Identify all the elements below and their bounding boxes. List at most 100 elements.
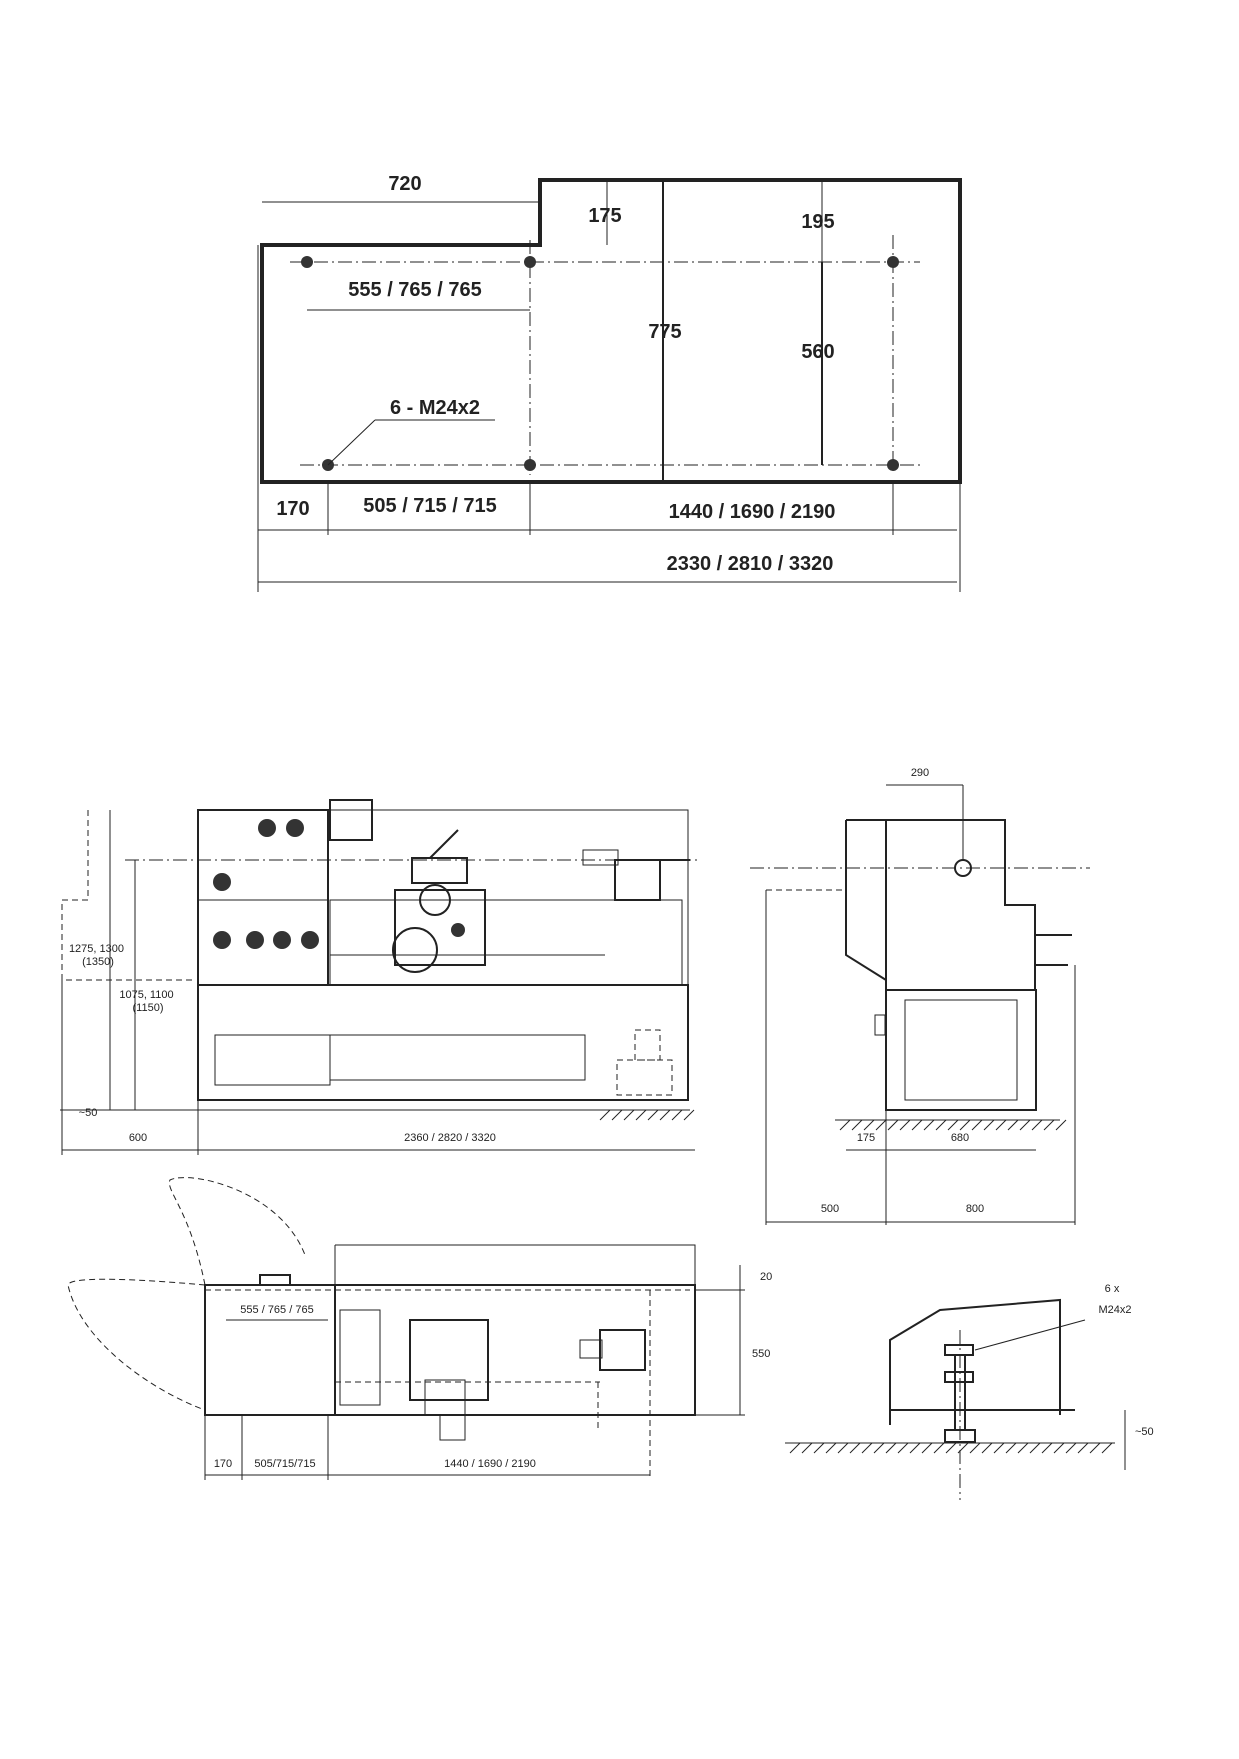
hatch-stroke [933,1442,945,1454]
tailstock [614,859,661,901]
anchor-hole [887,459,899,471]
dim-line-continuation: (1350) [82,956,114,968]
hatch-stroke [993,1442,1005,1454]
motor-outline [616,1059,673,1096]
dim-offset-left: 170 [214,1458,232,1470]
top-chuck [339,1309,381,1406]
envelope [61,810,192,981]
dim-720: 720 [388,173,421,195]
hatch-stroke [1019,1119,1031,1131]
control-knob [451,923,465,937]
bolt-nut [944,1344,974,1356]
anchor-hole [524,459,536,471]
hatch-stroke [887,1119,899,1131]
dim-rear-gap: 20 [760,1271,772,1283]
hatch-stroke [1053,1442,1065,1454]
handwheel [392,927,438,973]
chuck-guard [329,799,373,841]
hatch-stroke [899,1119,911,1131]
hatch-stroke [813,1442,825,1454]
foot-clearance: ~50 [1135,1426,1154,1438]
hatch-stroke [635,1109,647,1121]
top-tailstock [599,1329,646,1371]
control-knob [301,931,319,949]
foot-detail: 6 x M24x2 ~50 [785,1283,1154,1500]
hatch-stroke [875,1119,887,1131]
dim-length-total: 2330 / 2810 / 3320 [667,553,834,575]
hatch-stroke [897,1442,909,1454]
hatch-stroke [851,1119,863,1131]
hatch-stroke [947,1119,959,1131]
hatch-stroke [909,1442,921,1454]
hatch-stroke [1031,1119,1043,1131]
dim-hole-spacing-rear: 555 / 765 / 765 [348,279,481,301]
dim-hole-spacing-front: 505/715/715 [254,1458,315,1470]
tool-post [411,857,468,884]
hatch-stroke [1007,1119,1019,1131]
dim-foot-offset: 175 [857,1132,875,1144]
hatch-stroke [849,1442,861,1454]
anchor-hole [887,256,899,268]
top-splash-guard [335,1244,696,1285]
leader-line [327,419,376,466]
front-view: 1275, 1300 (1350) 1075, 1100 (1150) ~50 … [60,799,700,1155]
dim-line-continuation: (1150) [133,1002,164,1014]
headstock [197,809,329,986]
bolt-thread: M24x2 [1098,1304,1131,1316]
dim-height-max: 1275, 1300 (1350) [69,943,127,968]
dim-175: 175 [588,205,621,227]
anchor-hole [301,256,313,268]
bolt-nut [944,1371,974,1383]
bolt-count: 6 x [1105,1283,1120,1295]
dim-height-center: 1075, 1100 (1150) [119,989,176,1014]
hatch-stroke [971,1119,983,1131]
dim-left-clearance: 500 [821,1203,839,1215]
hatch-stroke [647,1109,659,1121]
dim-hole-spacing-main: 1440 / 1690 / 2190 [444,1458,536,1470]
hatch-stroke [671,1109,683,1121]
leader-line [974,1319,1086,1351]
hatch-stroke [839,1119,851,1131]
anchor-hole [524,256,536,268]
dim-height-center-text: 1075, 1100 [119,989,173,1001]
hatch-stroke [683,1109,695,1121]
hatch-stroke [945,1442,957,1454]
top-bed [334,1284,696,1416]
handwheel-small [419,884,451,916]
chip-tray [329,1034,586,1081]
side-cabinet [885,989,1037,1111]
motor-outline [634,1029,661,1061]
dim-170: 170 [276,498,309,520]
top-apron [424,1379,466,1416]
control-knob [273,931,291,949]
side-view: 290 175 680 500 800 [750,767,1090,1225]
hatch-stroke [921,1442,933,1454]
hatch-stroke [623,1109,635,1121]
hatch-stroke [825,1442,837,1454]
hatch-stroke [911,1119,923,1131]
bolt-foot [944,1429,976,1443]
dim-top-width: 290 [911,767,929,779]
hatch-stroke [611,1109,623,1121]
side-chuck-guard [845,820,887,981]
side-headstock [846,819,1036,991]
hatch-stroke [969,1442,981,1454]
hatch-stroke [983,1119,995,1131]
top-quill [579,1339,603,1359]
top-carriage [409,1319,489,1401]
hatch-stroke [1077,1442,1089,1454]
hatch-stroke [1065,1442,1077,1454]
top-view: 20 550 555 / 765 / 765 170 505/715/715 1… [67,1177,772,1480]
dim-hole-spacing-front: 505 / 715 / 715 [363,495,496,517]
dim-height-max-text: 1275, 1300 [69,943,124,955]
hatch-stroke [1055,1119,1067,1131]
hatch-stroke [1101,1442,1113,1454]
side-cabinet-panel [904,999,1018,1101]
floor-hatching [599,1109,1113,1454]
machine-bed [197,984,689,1101]
cabinet-door [214,1034,331,1086]
hatch-stroke [935,1119,947,1131]
hatch-stroke [659,1109,671,1121]
dim-floor-clearance: ~50 [79,1107,98,1119]
